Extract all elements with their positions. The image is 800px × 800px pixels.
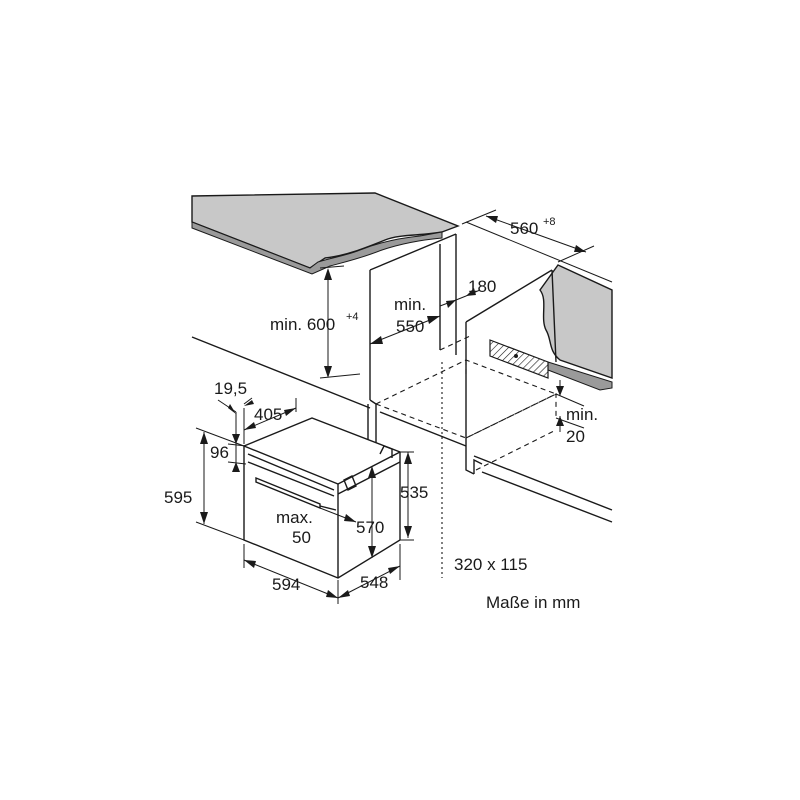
vent-opening — [441, 339, 549, 578]
dim-19-5: 19,5 — [214, 379, 254, 444]
dim-570: 570 — [356, 466, 384, 558]
label-180: 180 — [468, 277, 496, 296]
label-548: 548 — [360, 573, 388, 592]
cabinet-left-panel — [367, 233, 457, 445]
dim-min-height: min. 600 +4 — [270, 265, 361, 379]
label-min-20-top: min. — [566, 405, 598, 424]
label-595: 595 — [164, 488, 192, 507]
dim-548: 548 — [337, 544, 401, 599]
dim-96: 96 — [210, 434, 247, 472]
label-vent-size: 320 x 115 — [454, 555, 527, 574]
label-min-height: min. 600 — [270, 315, 335, 334]
countertop-right — [539, 264, 613, 391]
dim-595: 595 — [164, 427, 245, 541]
label-96: 96 — [210, 443, 229, 462]
dim-594: 594 — [243, 544, 339, 604]
countertop-left — [191, 192, 460, 275]
dim-max-50: max. 50 — [276, 507, 357, 547]
label-594: 594 — [272, 575, 300, 594]
label-min-height-sup: +4 — [346, 311, 359, 323]
label-19-5: 19,5 — [214, 379, 247, 398]
floor-lines — [191, 221, 613, 523]
label-535: 535 — [400, 483, 428, 502]
label-560-sup: +8 — [543, 216, 556, 228]
label-units: Maße in mm — [486, 593, 580, 612]
label-min-20-val: 20 — [566, 427, 585, 446]
dim-180: 180 — [439, 277, 496, 308]
dim-min-depth: min. 550 — [369, 295, 441, 345]
label-max-val: 50 — [292, 528, 311, 547]
label-max-top: max. — [276, 508, 313, 527]
dim-405: 405 — [243, 398, 297, 431]
dim-min-20: min. 20 — [555, 380, 598, 446]
label-min-depth-val: 550 — [396, 317, 424, 336]
label-min-depth-top: min. — [394, 295, 426, 314]
dim-535: 535 — [400, 451, 428, 541]
label-405: 405 — [254, 405, 282, 424]
label-570: 570 — [356, 518, 384, 537]
dim-width-560: 560 +8 — [461, 209, 595, 263]
label-560: 560 — [510, 219, 538, 238]
